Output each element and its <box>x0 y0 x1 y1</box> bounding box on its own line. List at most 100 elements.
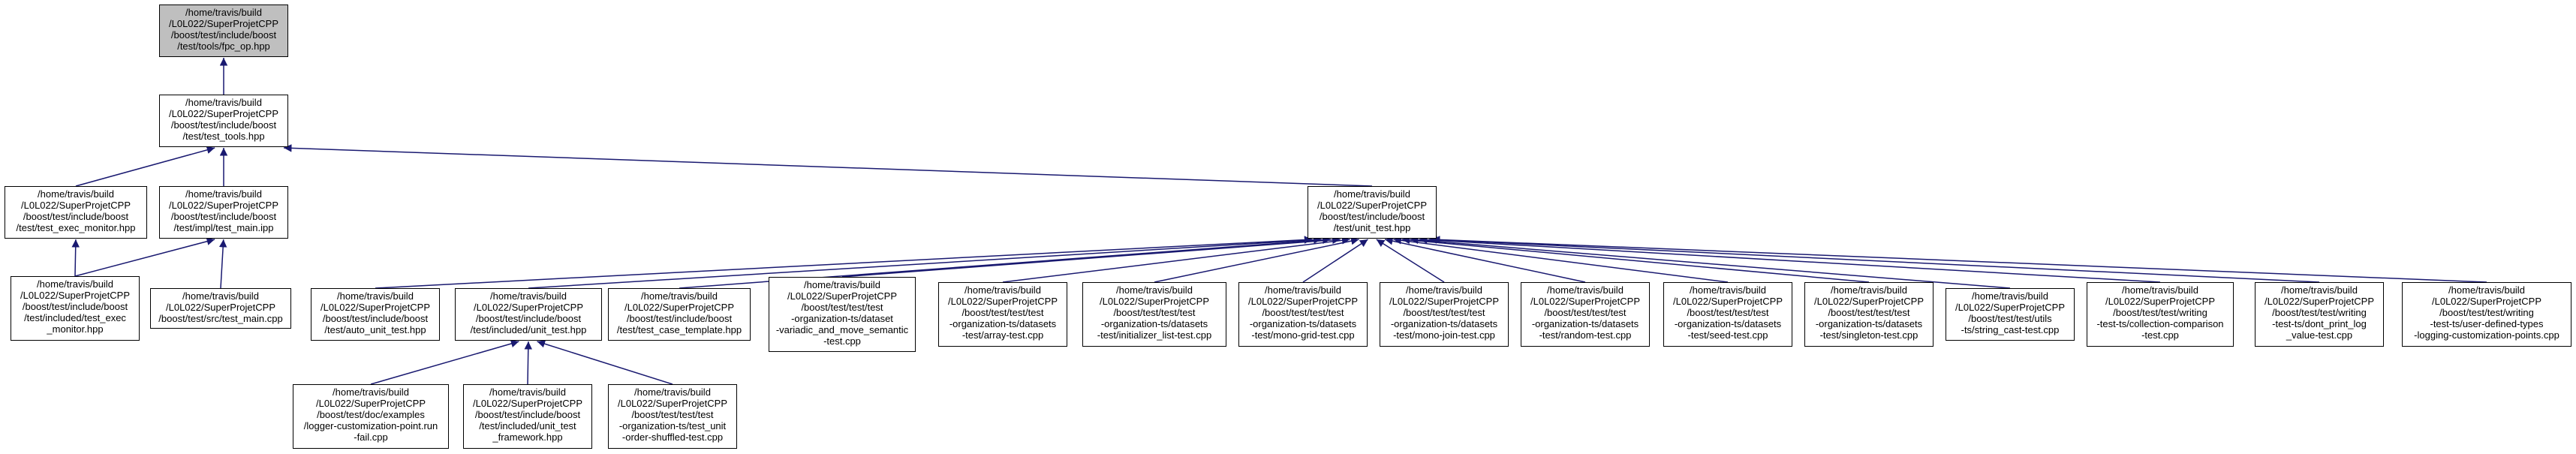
file-node-included-unit-test-framework[interactable]: /home/travis/build/L0L022/SuperProjetCPP… <box>463 384 592 449</box>
file-node-singleton-test[interactable]: /home/travis/build/L0L022/SuperProjetCPP… <box>1804 282 1934 347</box>
node-label-line: -organization-ts/datasets <box>1815 318 1923 329</box>
file-node-dataset-variadic[interactable]: /home/travis/build/L0L022/SuperProjetCPP… <box>769 277 916 352</box>
node-label-line: /home/travis/build <box>1116 284 1193 296</box>
node-label-line: /L0L022/SuperProjetCPP <box>787 290 897 302</box>
node-label-line: /L0L022/SuperProjetCPP <box>316 398 426 409</box>
node-label-line: /home/travis/build <box>490 290 567 302</box>
node-label-line: /home/travis/build <box>1406 284 1482 296</box>
node-label-line: /boost/test/include/boost <box>626 313 733 324</box>
file-node-collection-comparison-test[interactable]: /home/travis/build/L0L022/SuperProjetCPP… <box>2087 282 2234 347</box>
edge-dont-print-log-value-test-to-unit-test <box>1428 236 2320 283</box>
node-label-line: -test/mono-join-test.cpp <box>1393 329 1495 341</box>
edge-seed-test-to-unit-test <box>1393 236 1729 283</box>
node-label-line: /home/travis/build <box>1972 290 2048 302</box>
node-label-line: /boost/test/include/boost <box>322 313 429 324</box>
node-label-line: /boost/test/test/test <box>1403 307 1485 318</box>
file-node-mono-grid-test[interactable]: /home/travis/build/L0L022/SuperProjetCPP… <box>1238 282 1368 347</box>
node-label-line: /L0L022/SuperProjetCPP <box>1317 200 1427 211</box>
node-label-line: /L0L022/SuperProjetCPP <box>21 200 131 211</box>
file-node-test-unit-order-shuffled[interactable]: /home/travis/build/L0L022/SuperProjetCPP… <box>608 384 737 449</box>
node-label-line: /test/included/test_exec <box>24 312 126 323</box>
node-label-line: _framework.hpp <box>492 431 563 443</box>
node-label-line: /test/tools/fpc_op.hpp <box>177 41 270 52</box>
file-node-test-tools[interactable]: /home/travis/build/L0L022/SuperProjetCPP… <box>159 95 288 147</box>
file-node-logging-customization-points[interactable]: /home/travis/build/L0L022/SuperProjetCPP… <box>2402 282 2571 347</box>
node-label-line: /home/travis/build <box>1831 284 1907 296</box>
node-label-line: /boost/test/test/writing <box>2113 307 2207 318</box>
node-label-line: -organization-ts/datasets <box>1100 318 1208 329</box>
node-label-line: /boost/test/test/test <box>801 302 883 313</box>
node-label-line: /home/travis/build <box>2281 284 2358 296</box>
edge-mono-grid-test-to-unit-test <box>1302 239 1368 283</box>
node-label-line: /L0L022/SuperProjetCPP <box>169 200 278 211</box>
node-label-line: /boost/test/include/boost <box>170 119 277 131</box>
node-label-line: -order-shuffled-test.cpp <box>621 431 724 443</box>
node-label-line: /L0L022/SuperProjetCPP <box>1530 296 1640 307</box>
file-node-test-case-template[interactable]: /home/travis/build/L0L022/SuperProjetCPP… <box>608 288 751 341</box>
edge-included-test-exec-to-test-exec-monitor <box>71 239 80 277</box>
file-node-seed-test[interactable]: /home/travis/build/L0L022/SuperProjetCPP… <box>1663 282 1792 347</box>
node-label-line: /home/travis/build <box>634 386 711 398</box>
edge-collection-comparison-test-to-unit-test <box>1419 236 2161 283</box>
node-label-line: /test/unit_test.hpp <box>1333 222 1411 233</box>
file-node-random-test[interactable]: /home/travis/build/L0L022/SuperProjetCPP… <box>1521 282 1650 347</box>
edge-array-test-to-unit-test <box>1002 236 1350 283</box>
node-label-line: /L0L022/SuperProjetCPP <box>1389 296 1499 307</box>
node-label-line: /logger-customization-point.run <box>303 420 438 431</box>
node-label-line: /home/travis/build <box>804 279 880 290</box>
edge-logging-customization-points-to-unit-test <box>1431 236 2487 283</box>
file-node-dont-print-log-value-test[interactable]: /home/travis/build/L0L022/SuperProjetCPP… <box>2255 282 2384 347</box>
file-node-src-test-main[interactable]: /home/travis/build/L0L022/SuperProjetCPP… <box>150 288 291 329</box>
file-node-initializer-list-test[interactable]: /home/travis/build/L0L022/SuperProjetCPP… <box>1082 282 1226 347</box>
edge-dataset-variadic-to-unit-test <box>841 236 1341 278</box>
file-node-test-exec-monitor[interactable]: /home/travis/build/L0L022/SuperProjetCPP… <box>5 186 147 239</box>
dependency-edges <box>71 58 2487 385</box>
node-label-line: /L0L022/SuperProjetCPP <box>948 296 1058 307</box>
node-label-line: /boost/test/include/boost <box>170 211 277 222</box>
edge-mono-join-test-to-unit-test <box>1376 239 1445 283</box>
node-label-line: /boost/test/include/boost <box>23 211 129 222</box>
node-label-line: /home/travis/build <box>337 290 414 302</box>
edge-test-exec-monitor-to-test-tools <box>75 146 215 187</box>
node-label-line: _monitor.hpp <box>47 323 104 335</box>
edge-test-unit-order-shuffled-to-included-unit-test <box>537 340 673 385</box>
node-label-line: /L0L022/SuperProjetCPP <box>473 398 582 409</box>
file-node-array-test[interactable]: /home/travis/build/L0L022/SuperProjetCPP… <box>938 282 1067 347</box>
node-label-line: /test/included/unit_test.hpp <box>470 324 587 335</box>
node-label-line: -test-ts/dont_print_log <box>2272 318 2367 329</box>
edge-initializer-list-test-to-unit-test <box>1154 237 1359 283</box>
node-label-line: -ts/string_cast-test.cpp <box>1961 324 2060 335</box>
node-label-line: /test/auto_unit_test.hpp <box>324 324 426 335</box>
node-label-line: /home/travis/build <box>1690 284 1766 296</box>
node-label-line: /L0L022/SuperProjetCPP <box>169 108 278 119</box>
node-label-line: -organization-ts/datasets <box>1531 318 1639 329</box>
edge-included-test-exec-to-impl-test-main <box>74 237 215 277</box>
node-label-line: /home/travis/build <box>1265 284 1341 296</box>
node-label-line: -variadic_and_move_semantic <box>775 324 909 335</box>
node-label-line: /boost/test/include/boost <box>474 409 581 420</box>
node-label-line: /boost/test/doc/examples <box>317 409 425 420</box>
file-node-included-test-exec[interactable]: /home/travis/build/L0L022/SuperProjetCPP… <box>11 276 140 341</box>
edge-unit-test-to-test-tools <box>283 144 1373 187</box>
edge-string-cast-test-to-unit-test <box>1410 236 2011 289</box>
edge-singleton-test-to-unit-test <box>1401 236 1870 283</box>
node-label-line: -test-ts/user-defined-types <box>2430 318 2544 329</box>
node-label-line: /home/travis/build <box>1547 284 1624 296</box>
file-node-unit-test[interactable]: /home/travis/build/L0L022/SuperProjetCPP… <box>1308 186 1437 239</box>
node-label-line: -test/singleton-test.cpp <box>1819 329 1918 341</box>
node-label-line: -test/seed-test.cpp <box>1687 329 1768 341</box>
node-label-line: -test/mono-grid-test.cpp <box>1251 329 1355 341</box>
file-node-logger-customization-point[interactable]: /home/travis/build/L0L022/SuperProjetCPP… <box>293 384 449 449</box>
node-label-line: -organization-ts/dataset <box>791 313 893 324</box>
node-label-line: -organization-ts/datasets <box>949 318 1057 329</box>
file-node-included-unit-test[interactable]: /home/travis/build/L0L022/SuperProjetCPP… <box>455 288 602 341</box>
edge-auto-unit-test-to-unit-test <box>375 236 1313 289</box>
node-label-line: -fail.cpp <box>354 431 388 443</box>
file-node-tpc-op[interactable]: /home/travis/build/L0L022/SuperProjetCPP… <box>159 5 288 57</box>
file-node-auto-unit-test[interactable]: /home/travis/build/L0L022/SuperProjetCPP… <box>311 288 440 341</box>
node-label-line: /home/travis/build <box>964 284 1041 296</box>
file-node-impl-test-main[interactable]: /home/travis/build/L0L022/SuperProjetCPP… <box>159 186 288 239</box>
file-node-string-cast-test[interactable]: /home/travis/build/L0L022/SuperProjetCPP… <box>1946 288 2075 341</box>
file-node-mono-join-test[interactable]: /home/travis/build/L0L022/SuperProjetCPP… <box>1380 282 1509 347</box>
node-label-line: /home/travis/build <box>2122 284 2198 296</box>
